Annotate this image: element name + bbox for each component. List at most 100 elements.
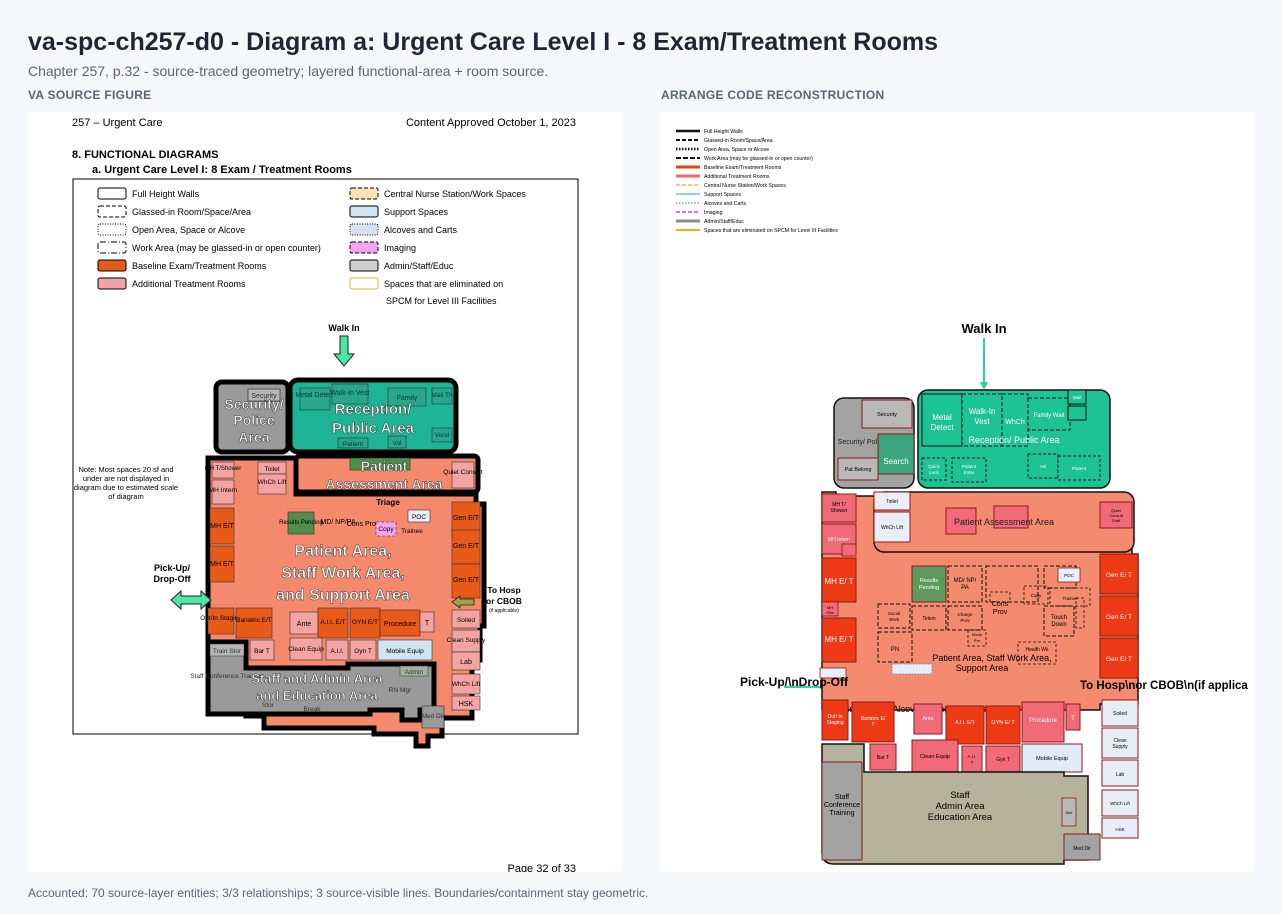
rec-room-label: Soiled — [1113, 711, 1127, 717]
rec-legend-label: Glassed-in Room/Space/Area — [704, 138, 773, 144]
source-legend-swatch — [349, 223, 379, 236]
rec-room-label: Staging — [827, 720, 844, 726]
source-figure-frame — [72, 178, 579, 735]
rec-room-label: Patient — [962, 464, 977, 469]
source-room-label: Walk-In Vest — [330, 390, 369, 397]
rec-room-label: GYN E/ T — [991, 720, 1015, 726]
rec-room-label: Enter — [964, 470, 975, 475]
rec-room-whch-lift-2 — [1101, 789, 1139, 817]
rec-room-clean-supply — [1101, 727, 1139, 759]
source-note-line: diagram due to estimated scale — [74, 483, 178, 492]
source-area-label: Public Area — [332, 420, 415, 437]
source-legend-swatch — [97, 241, 127, 254]
rec-room-staff-conf — [821, 761, 863, 861]
source-note-line: of diagram — [108, 492, 143, 501]
source-figure-panel: 257 – Urgent Care Content Approved Octob… — [28, 112, 622, 872]
rec-room-label: Toilet — [886, 499, 898, 505]
source-legend-extra: SPCM for Level III Facilities — [386, 296, 497, 306]
source-walk-in-label: Walk In — [328, 323, 359, 333]
rec-room-label: MH E/ T — [824, 577, 853, 586]
rec-room-label: WhCh Lift — [881, 525, 904, 531]
source-room-label: A.I.I. E/T — [320, 619, 345, 626]
source-area-label: and Support Area — [276, 587, 410, 604]
source-legend-swatch — [349, 259, 379, 272]
rec-room-label: T — [1071, 716, 1075, 722]
source-page-number: Page 32 of 33 — [507, 863, 576, 872]
source-room-label: Triage — [376, 498, 400, 507]
source-room-vol — [387, 435, 407, 449]
rec-area-label: Patient Assessment Area — [954, 517, 1054, 527]
source-room-label: Mobile Equip — [386, 648, 424, 655]
source-legend-swatch — [97, 259, 127, 272]
rec-room-label: Prov — [993, 609, 1008, 616]
source-room-mh-intern — [211, 479, 235, 505]
page-title: va-spc-ch257-d0 - Diagram a: Urgent Care… — [28, 28, 939, 56]
source-room-walkin — [331, 383, 369, 405]
source-legend-swatch — [97, 205, 127, 218]
source-room-label: Gyn T — [354, 648, 372, 655]
rec-room-walkin — [961, 393, 1003, 447]
source-note: Note: Most spaces 20 sf and under are no… — [74, 465, 178, 501]
rec-legend-label: Baseline Exam/Treatment Rooms — [704, 165, 782, 171]
source-assessment-area — [293, 453, 481, 495]
source-room-label: MH E/T — [210, 523, 234, 530]
rec-room-label: Supply — [1112, 744, 1128, 750]
source-room-mh-et — [209, 507, 235, 545]
source-room-label: WhCh Lift — [258, 479, 287, 486]
source-room-label: Quiet Consult — [443, 469, 483, 476]
source-legend-swatch — [349, 205, 379, 218]
rec-room-mh-obs — [821, 601, 839, 617]
rec-room-stor — [1061, 797, 1077, 827]
source-legend-label: Alcoves and Carts — [384, 225, 458, 235]
rec-legend-label: Central Nurse Station/Work Spaces — [704, 183, 786, 189]
source-area-label: Staff Work Area, — [281, 565, 405, 582]
rec-room-label: WhCh Lift — [1110, 801, 1131, 806]
rec-room-gen-et — [1099, 553, 1139, 595]
rec-room-label: T — [971, 760, 974, 765]
rec-room-gen-et — [1099, 595, 1139, 637]
rec-to-hosp-label: To Hosp\nor CBOB\n(if applica — [1080, 680, 1248, 692]
rec-room-label: Bar T — [877, 755, 889, 761]
source-legend-label: Admin/Staff/Educ — [384, 261, 454, 271]
source-to-hosp-label: To Hosp — [487, 585, 520, 595]
source-section-heading: 8. FUNCTIONAL DIAGRAMS — [72, 149, 218, 161]
rec-room-family-wait — [1027, 397, 1071, 431]
rec-room-mh-et — [821, 617, 857, 663]
source-room-gyn-t — [349, 639, 377, 661]
source-room-label: Ante — [297, 621, 312, 628]
rec-room-label: Training — [829, 810, 854, 817]
source-room-aii-2 — [325, 639, 349, 661]
rec-room-hsk — [1101, 817, 1139, 839]
rec-room-gyn — [985, 705, 1021, 745]
rec-room-label: Trainee — [1062, 596, 1078, 601]
source-room-gen-et — [451, 529, 481, 565]
source-room-label: Results Pending — [279, 520, 323, 526]
source-legend-swatch — [97, 187, 127, 200]
rec-room-label: Gen E/ T — [1106, 572, 1132, 579]
source-room-clean-equip — [289, 637, 323, 661]
source-to-hosp-note: (if applicable) — [489, 608, 519, 614]
source-room-label: Admin — [405, 669, 424, 676]
rec-room-label: Ante — [922, 716, 933, 722]
source-room-med-dir — [421, 705, 445, 729]
source-legend-swatch — [349, 277, 379, 290]
rec-room-label: Obs — [826, 610, 833, 615]
rec-room-search — [877, 433, 915, 475]
rec-room-md-np-pa — [947, 565, 983, 603]
source-room-label: MH T/Shower — [205, 466, 242, 472]
source-legend-label: Additional Treatment Rooms — [132, 279, 246, 289]
rec-legend-label: Work Area (may be glassed-in or open cou… — [704, 156, 813, 162]
source-room-label: Bar T — [254, 648, 270, 655]
rec-room-ante — [913, 703, 943, 735]
source-room-poc — [407, 509, 431, 523]
source-room-label: Vend — [435, 432, 450, 439]
rec-room-lab — [1101, 759, 1139, 787]
rec-room-pat-belong — [837, 457, 879, 481]
rec-room-label: WhCh — [1005, 419, 1025, 426]
source-room-label: POC — [412, 514, 426, 521]
rec-room-label: Pending — [919, 585, 939, 591]
source-room-label: Metal Detect — [295, 392, 334, 399]
rec-room-patient — [1057, 455, 1101, 481]
rec-room-touch-down — [1043, 605, 1075, 637]
